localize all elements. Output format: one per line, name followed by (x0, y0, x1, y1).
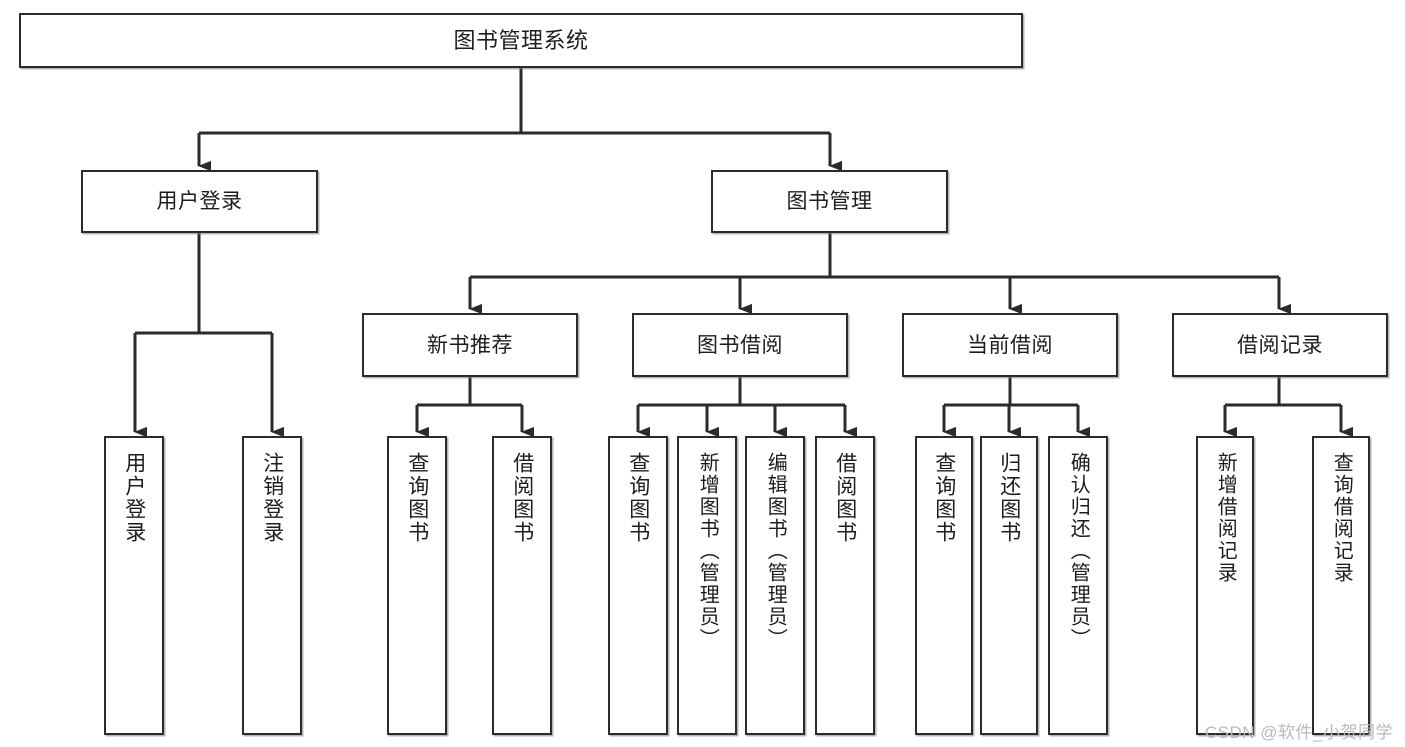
node-label: 查询图书 (626, 452, 650, 544)
leaf-current-borrow-return[interactable]: 归还图书 (980, 436, 1038, 735)
node-label: 新增图书（管理员） (696, 452, 719, 650)
node-label: 查询图书 (932, 452, 956, 544)
leaf-book-borrow-add[interactable]: 新增图书（管理员） (677, 436, 737, 735)
node-label: 查询借阅记录 (1330, 452, 1353, 584)
node-current-borrow[interactable]: 当前借阅 (902, 313, 1118, 377)
leaf-borrow-record-query[interactable]: 查询借阅记录 (1312, 436, 1370, 735)
node-label: 图书借阅 (697, 333, 783, 357)
node-label: 查询图书 (405, 452, 429, 544)
node-borrow-record[interactable]: 借阅记录 (1172, 313, 1388, 377)
node-label: 归还图书 (997, 452, 1021, 544)
leaf-current-borrow-query[interactable]: 查询图书 (915, 436, 973, 735)
node-user-login[interactable]: 用户登录 (81, 170, 318, 233)
node-book-borrow[interactable]: 图书借阅 (632, 313, 848, 377)
node-label: 注销登录 (260, 452, 284, 544)
node-label: 借阅记录 (1237, 333, 1323, 357)
node-new-book-recommend[interactable]: 新书推荐 (362, 313, 578, 377)
leaf-book-borrow-query[interactable]: 查询图书 (608, 436, 668, 735)
leaf-borrow-record-add[interactable]: 新增借阅记录 (1196, 436, 1254, 735)
node-label: 借阅图书 (833, 452, 857, 544)
node-label: 图书管理 (786, 190, 873, 213)
leaf-user-login-logout[interactable]: 注销登录 (242, 436, 302, 735)
node-label: 确认归还（管理员） (1067, 452, 1090, 650)
node-label: 新增借阅记录 (1214, 452, 1237, 584)
node-root-system[interactable]: 图书管理系统 (19, 13, 1023, 68)
leaf-new-book-query[interactable]: 查询图书 (387, 436, 447, 735)
leaf-book-borrow-borrow[interactable]: 借阅图书 (815, 436, 875, 735)
node-label: 借阅图书 (510, 452, 534, 544)
node-label: 编辑图书（管理员） (764, 452, 787, 650)
leaf-user-login-login[interactable]: 用户登录 (104, 436, 164, 735)
node-book-management[interactable]: 图书管理 (711, 170, 948, 233)
csdn-watermark: CSDN @软件_小贺同学 (1204, 723, 1393, 742)
leaf-current-borrow-confirm-return[interactable]: 确认归还（管理员） (1048, 436, 1108, 735)
node-label: 图书管理系统 (453, 27, 589, 53)
leaf-book-borrow-edit[interactable]: 编辑图书（管理员） (745, 436, 805, 735)
leaf-new-book-borrow[interactable]: 借阅图书 (492, 436, 552, 735)
node-label: 用户登录 (122, 452, 146, 544)
node-label: 当前借阅 (967, 333, 1053, 357)
node-label: 新书推荐 (427, 333, 513, 357)
node-label: 用户登录 (156, 190, 243, 213)
